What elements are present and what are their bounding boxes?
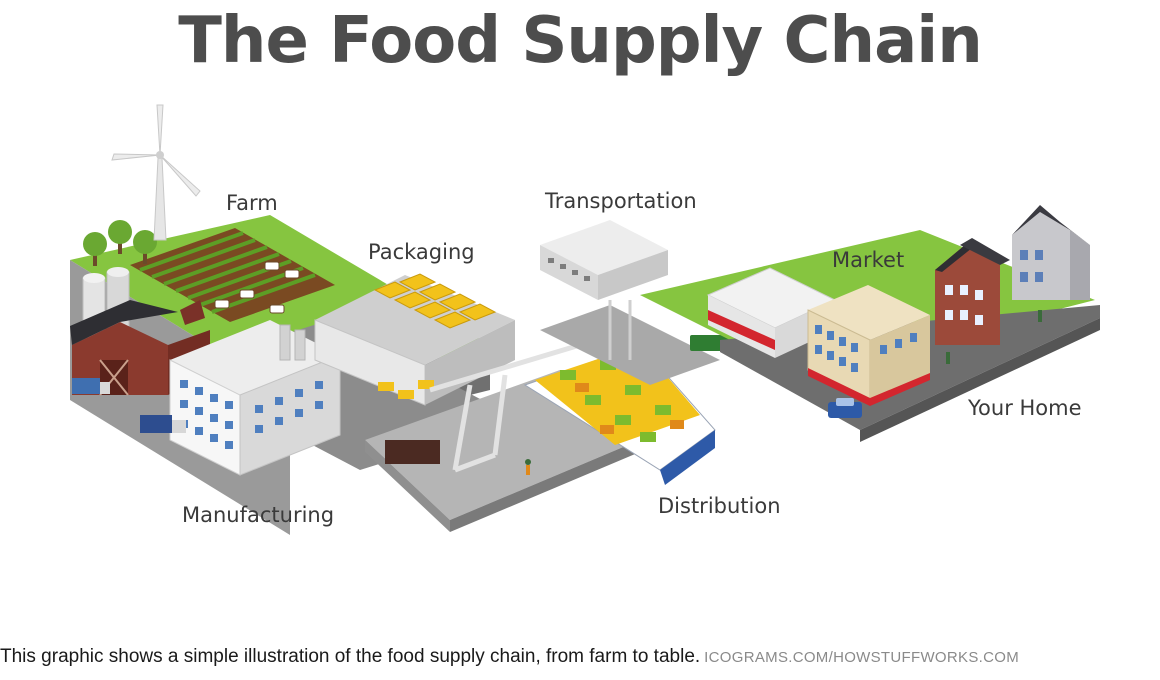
- farm-truck: [72, 378, 110, 394]
- label-farm: Farm: [226, 191, 278, 215]
- trees: [83, 220, 157, 266]
- label-your-home: Your Home: [968, 396, 1082, 420]
- transportation-area: [540, 220, 738, 385]
- market-home-area: [640, 205, 1100, 442]
- label-distribution: Distribution: [658, 494, 781, 518]
- grey-house: [1012, 205, 1090, 300]
- market-building: [807, 285, 930, 406]
- packaging-crates: [373, 273, 497, 329]
- blue-truck: [140, 415, 186, 433]
- wind-turbine: [111, 104, 201, 241]
- crane: [429, 342, 581, 473]
- page-title: The Food Supply Chain: [178, 4, 983, 78]
- caption-text: This graphic shows a simple illustration…: [0, 646, 701, 667]
- label-market: Market: [832, 248, 905, 272]
- label-packaging: Packaging: [368, 240, 475, 264]
- blue-car: [828, 398, 862, 418]
- farm-animals: [214, 261, 300, 314]
- supply-chain-illustration: [70, 104, 1100, 535]
- image-credit: ICOGRAMS.COM/HOWSTUFFWORKS.COM: [704, 649, 1019, 666]
- image-caption: This graphic shows a simple illustration…: [0, 646, 1160, 668]
- brick-house: [935, 238, 1010, 345]
- label-transportation: Transportation: [545, 189, 697, 213]
- label-manufacturing: Manufacturing: [182, 503, 335, 527]
